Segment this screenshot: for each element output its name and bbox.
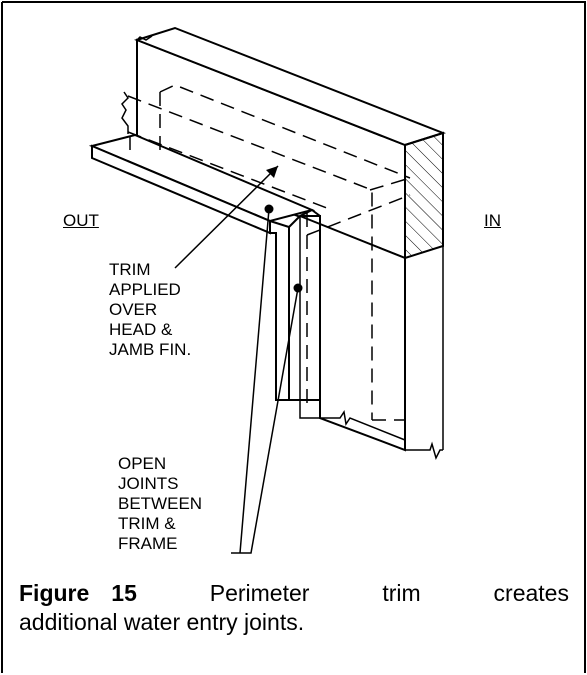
trim-leader-arrowhead — [266, 166, 278, 178]
caption-word-trim: trim — [382, 580, 421, 606]
jamb-trim-side — [288, 208, 321, 401]
figure-label: Figure — [19, 580, 90, 606]
joints-leader-lines — [231, 208, 299, 554]
caption-line-2: additional water entry joints. — [19, 609, 305, 635]
hidden-fin-lines — [127, 84, 411, 421]
in-label: IN — [484, 211, 501, 230]
caption-word-creates: creates — [493, 580, 569, 606]
head-left-break — [121, 91, 129, 134]
trim-note: TRIM APPLIED OVER HEAD & JAMB FIN. — [109, 260, 192, 359]
trim-leader-arrow — [174, 165, 279, 269]
figure-caption: Figure 15 Perimeter trim creates additio… — [19, 579, 569, 637]
head-section-hatch — [404, 131, 444, 260]
head-break-mark — [136, 35, 153, 41]
caption-word-perimeter: Perimeter — [209, 580, 310, 606]
jamb-body — [299, 215, 406, 452]
joints-note: OPEN JOINTS BETWEEN TRIM & FRAME — [118, 454, 203, 553]
out-label: OUT — [63, 211, 99, 230]
figure-number: 15 — [111, 580, 137, 606]
jamb-trim-front — [269, 219, 290, 401]
jamb-bottom-break — [299, 400, 406, 441]
caption-line-1: Figure 15 Perimeter trim creates — [19, 579, 569, 608]
jamb-right-extension — [405, 441, 443, 461]
